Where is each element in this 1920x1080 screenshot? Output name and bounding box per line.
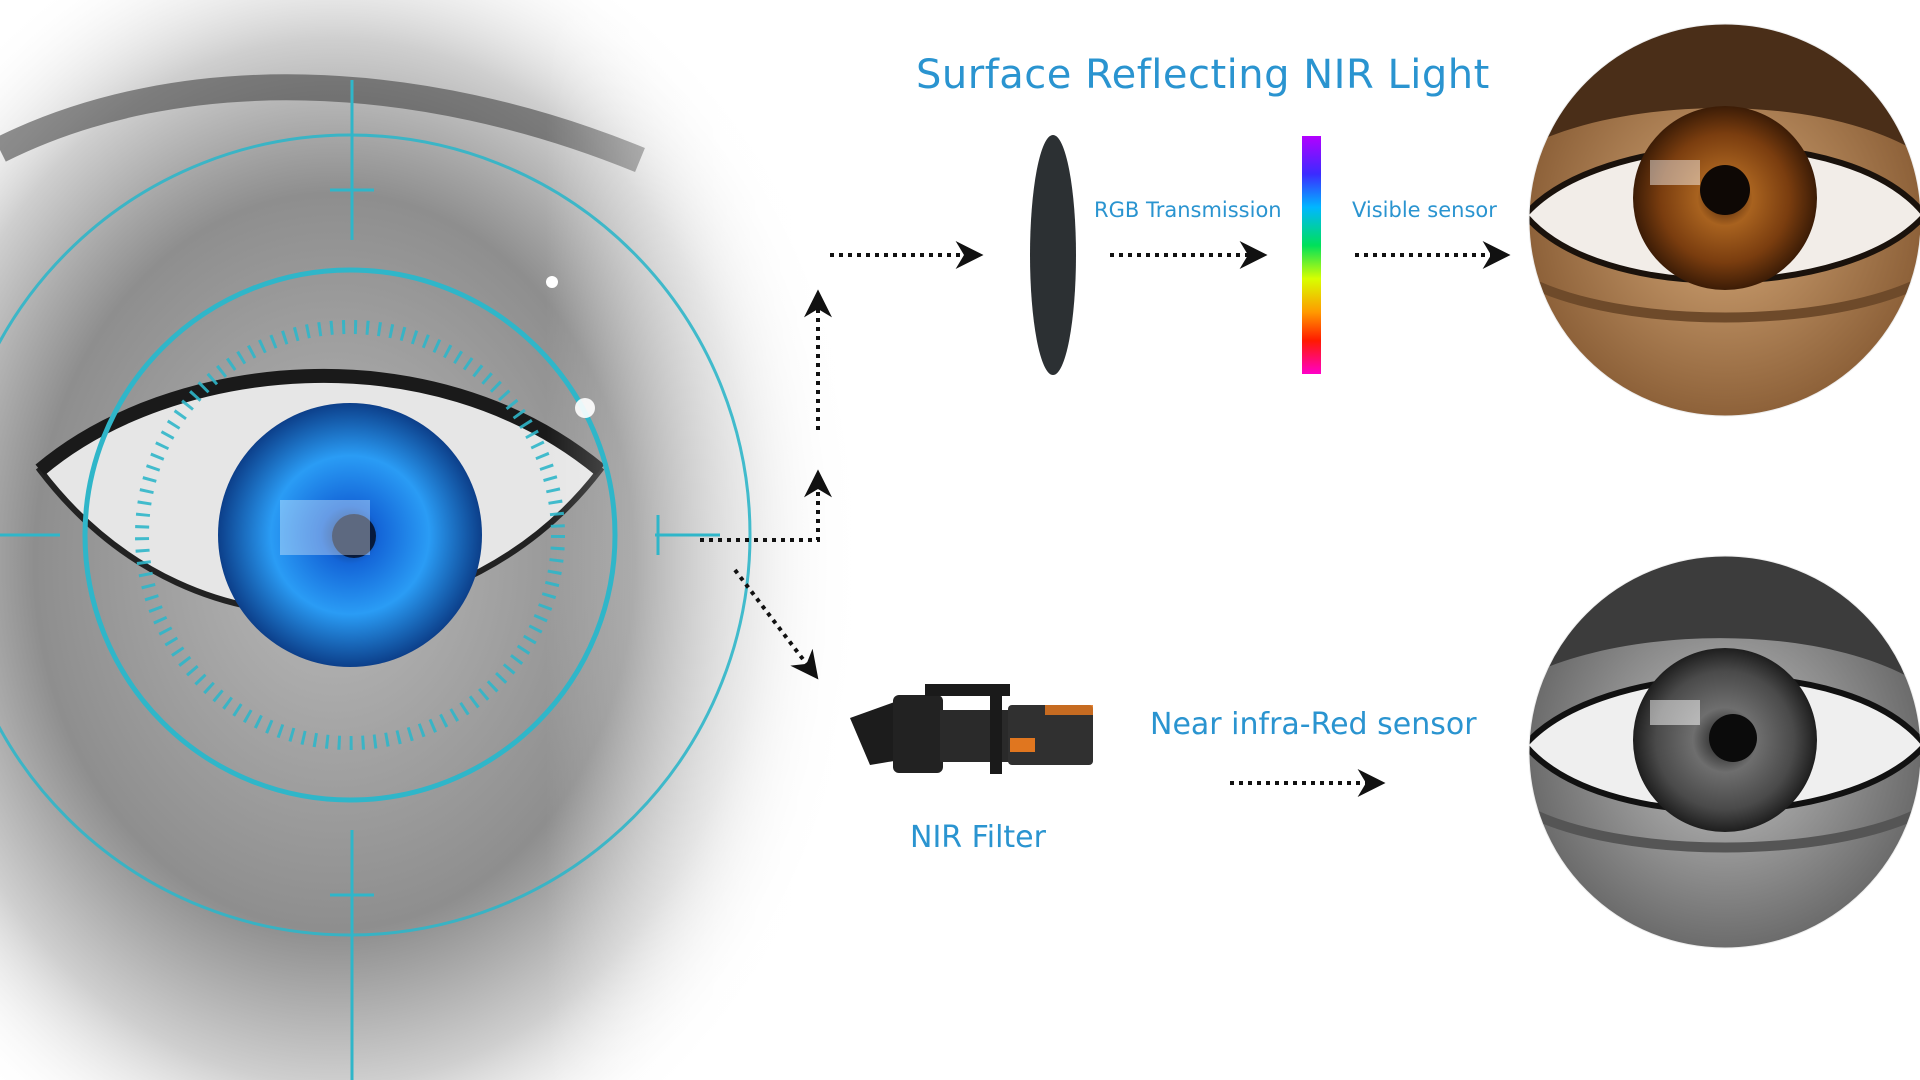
nir-eye-image (1529, 556, 1920, 948)
arrow-to-camera (733, 568, 819, 680)
nir-sensor-label: Near infra-Red sensor (1150, 707, 1477, 742)
nir-camera-icon (850, 684, 1093, 774)
lens-icon (1030, 135, 1076, 375)
color-eye-image (1529, 24, 1920, 416)
visible-sensor-label: Visible sensor (1352, 198, 1497, 222)
arrow-up-1 (700, 469, 832, 542)
nir-filter-label: NIR Filter (910, 820, 1046, 855)
diagram-title: Surface Reflecting NIR Light (916, 52, 1490, 98)
spectrum-bar (1302, 136, 1321, 374)
scan-hud (0, 80, 752, 1080)
rgb-transmission-label: RGB Transmission (1094, 198, 1282, 222)
eye-scan-image (0, 0, 880, 1080)
arrows (700, 241, 1511, 797)
